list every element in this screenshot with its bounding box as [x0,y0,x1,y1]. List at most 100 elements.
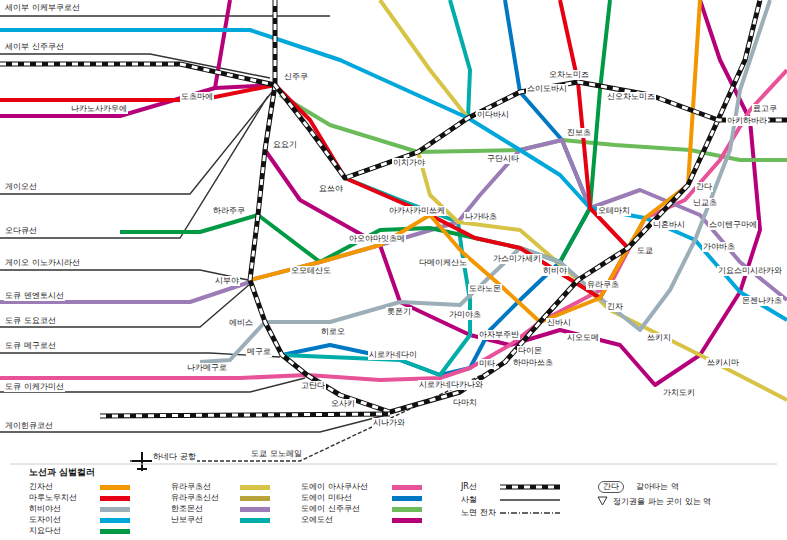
metro-line [282,0,470,375]
legend-text: 유라쿠초신선 [170,493,220,503]
station-label: 도쿄 모노레일 [250,449,303,459]
legend-sample [500,512,560,513]
metro-line [250,0,700,322]
station-label: 히로오 [320,327,346,337]
legend-text: 노면 전차 [460,508,497,518]
station-label: 오차노미즈 [548,70,590,80]
station-label: 게이오 이노카시라선 [4,258,81,268]
station-label: 다마치 [452,398,478,408]
legend-text: 도에이 신주쿠선 [300,504,361,514]
ticket-icon [598,497,607,505]
private-line [0,414,390,432]
station-label: 요요기 [272,140,298,150]
transfer-station-sample: 간다 [598,481,624,493]
station-label: 닌교초 [692,198,718,208]
station-label: 긴자 [606,302,624,312]
legend-swatch [100,529,130,534]
legend-sample [500,485,560,490]
legend-text: 지요다선 [28,526,62,536]
legend-swatch [240,485,270,490]
legend-swatch [100,485,130,490]
legend-text: 도자이선 [28,515,62,525]
jr-line [0,64,787,178]
legend-text: 유라쿠초선 [170,482,212,492]
legend-text: 마루노우치선 [28,493,78,503]
legend-swatch [240,518,270,523]
legend-text: 히비야선 [28,504,62,514]
metro-line [0,0,628,298]
station-label: 도큐 도요코선 [4,316,57,326]
station-label: 진보초 [566,128,592,138]
station-label: 아카사카미쓰케 [388,206,446,216]
station-label: 게이오선 [4,182,38,192]
legend-text: 긴자선 [28,482,54,492]
station-label: 시오도메 [566,333,600,343]
station-label: 오테마치 [597,206,631,216]
airplane-icon [132,452,152,471]
private-line [0,270,248,280]
station-label: 시로카네다이 [368,350,418,360]
legend-sample [500,499,560,500]
station-label: 쓰키시마 [706,358,740,368]
station-label: 다이몬 [517,346,543,356]
station-label: 세이부 이케부쿠로선 [4,3,81,13]
legend-text: 정기권을 파는 곳이 있는 역 [612,497,712,507]
station-label: 나카노사카우에 [70,104,128,114]
station-label: 미타 [478,359,496,369]
legend-text: 도에이 아사쿠사선 [300,482,369,492]
station-label: 하라주쿠 [212,206,246,216]
station-label: 아자부주반 [478,330,520,340]
station-label: 오다큐선 [4,226,38,236]
station-label: 요쓰야 [318,184,344,194]
station-label: 이다바시 [476,110,510,120]
legend-text: 사철 [460,495,478,505]
private-line [0,15,330,16]
station-label: 스이텐구마에 [708,220,758,230]
jr-line [100,414,390,416]
private-line [0,378,305,392]
station-label: 하네다 공항 [152,452,197,462]
private-line [0,92,272,194]
jr-line [100,414,390,416]
station-label: 롯폰기 [386,307,412,317]
station-label: 기요스미시라카와 [717,266,783,276]
station-label: 도큐 덴엔토시선 [4,291,65,301]
metro-line [200,0,770,362]
station-label: 나가타초 [464,212,498,222]
metro-line [0,30,787,320]
station-label: 료고쿠 [752,104,778,114]
station-label: 도초마에 [180,92,214,102]
legend-text: 갈아타는 역 [635,482,680,492]
station-label: 구단시타 [486,154,520,164]
station-label: 도큐 메구로선 [4,341,57,351]
station-label: 도큐 이케가미선 [4,382,65,392]
legend-sample [500,486,560,489]
station-label: 가치도키 [662,388,696,398]
private-line [0,284,250,327]
legend-swatch [392,518,422,523]
station-label: 신오차노미즈 [606,92,656,102]
station-label: 에비스 [228,318,254,328]
station-label: 고탄다 [300,381,326,391]
legend-swatch [100,496,130,501]
metro-line [250,140,787,300]
station-label: 게이힌큐코선 [4,421,54,431]
station-label: 도쿄 [636,246,654,256]
station-label: 신주쿠 [283,72,309,82]
station-label: 유라쿠초 [586,280,620,290]
station-label: 스이도바시 [526,84,568,94]
station-label: 시로카네다카나와 [418,380,484,390]
station-label: 다메이케산노 [418,258,468,268]
station-label: 신바시 [546,318,572,328]
legend-swatch [392,496,422,501]
station-label: 세이부 신주쿠선 [4,42,65,52]
legend-swatch [100,507,130,512]
station-label: 하마마쓰초 [512,358,554,368]
station-label: 나카메구로 [186,363,228,373]
station-label: 가스미가세키 [492,254,542,264]
legend-text: 도에이 미타선 [300,493,353,503]
station-label: 니혼바시 [652,220,686,230]
station-label: 오모테산도 [290,266,332,276]
station-label: 몬젠나카초 [741,296,783,306]
